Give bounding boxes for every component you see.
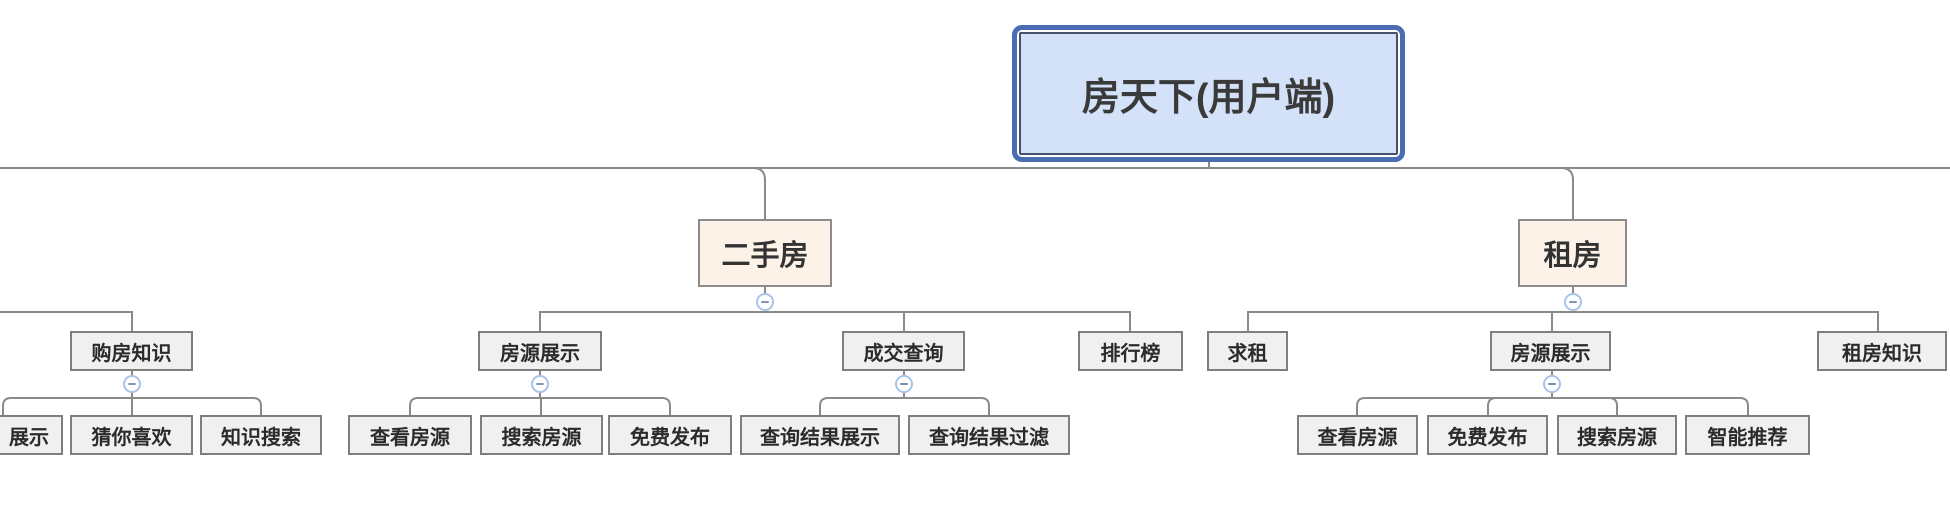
minus-icon <box>1548 383 1556 385</box>
collapse-minus-icon-goufang-zhishi[interactable] <box>123 375 141 393</box>
node-label: 购房知识 <box>91 342 172 365</box>
node-label: 房天下(用户端) <box>1081 77 1336 119</box>
minus-icon <box>128 383 136 385</box>
node-label: 房源展示 <box>500 342 580 365</box>
node-zufang-zhishi[interactable]: 租房知识 <box>1817 331 1947 371</box>
node-chaxun-jieguo-guolv[interactable]: 查询结果过滤 <box>908 415 1070 455</box>
node-label: 知识搜索 <box>221 426 301 449</box>
node-chaxun-jieguo-zhanshi[interactable]: 查询结果展示 <box>740 415 900 455</box>
node-label: 免费发布 <box>1447 426 1528 449</box>
node-label: 猜你喜欢 <box>91 426 172 449</box>
node-label: 租房知识 <box>1842 342 1922 365</box>
node-mianfei-fabu-zufang[interactable]: 免费发布 <box>1427 415 1548 455</box>
collapse-minus-icon-zufang[interactable] <box>1564 293 1582 311</box>
collapse-minus-icon-fangyuan-zhanshi-zufang[interactable] <box>1543 375 1561 393</box>
node-zhanshi-clipped[interactable]: 展示 <box>0 415 63 455</box>
node-label: 查询结果过滤 <box>929 426 1049 449</box>
node-paihangbang[interactable]: 排行榜 <box>1078 331 1183 371</box>
node-fangyuan-zhanshi-ershoufang[interactable]: 房源展示 <box>478 331 602 371</box>
node-goufang-zhishi[interactable]: 购房知识 <box>70 331 193 371</box>
node-chengjiao-chaxun[interactable]: 成交查询 <box>842 331 965 371</box>
node-sousuo-fangyuan-ershoufang[interactable]: 搜索房源 <box>480 415 603 455</box>
node-zhineng-tuijian[interactable]: 智能推荐 <box>1685 415 1810 455</box>
node-label: 免费发布 <box>630 426 710 449</box>
collapse-minus-icon-chengjiao-chaxun[interactable] <box>895 375 913 393</box>
node-label: 展示 <box>9 426 49 449</box>
collapse-minus-icon-ershoufang[interactable] <box>756 293 774 311</box>
level3-rails <box>0 287 1879 331</box>
collapse-minus-icon-fangyuan-zhanshi-ershoufang[interactable] <box>531 375 549 393</box>
node-label: 房源展示 <box>1510 342 1591 365</box>
minus-icon <box>1569 301 1577 303</box>
node-root[interactable]: 房天下(用户端) <box>1012 25 1405 162</box>
node-label: 求租 <box>1227 342 1268 365</box>
node-label: 租房 <box>1543 240 1602 272</box>
node-label: 查看房源 <box>370 426 450 449</box>
node-label: 搜索房源 <box>1577 426 1657 449</box>
node-label: 成交查询 <box>863 342 944 365</box>
node-label: 查询结果展示 <box>760 426 880 449</box>
level4-rails <box>2 371 1749 415</box>
node-qiuzu[interactable]: 求租 <box>1207 331 1288 371</box>
node-label: 二手房 <box>721 240 809 272</box>
node-label: 排行榜 <box>1100 342 1161 365</box>
node-zufang[interactable]: 租房 <box>1518 219 1627 287</box>
node-zhishi-sousuo[interactable]: 知识搜索 <box>200 415 322 455</box>
node-mianfei-fabu-ershoufang[interactable]: 免费发布 <box>608 415 732 455</box>
root-children-rail <box>0 162 1950 169</box>
node-cai-ni-xihuan[interactable]: 猜你喜欢 <box>70 415 193 455</box>
node-label: 搜索房源 <box>501 426 582 449</box>
node-sousuo-fangyuan-zufang[interactable]: 搜索房源 <box>1557 415 1677 455</box>
node-ershoufang[interactable]: 二手房 <box>698 219 832 287</box>
branch-elbows <box>752 167 1574 219</box>
node-chakan-fangyuan-ershoufang[interactable]: 查看房源 <box>348 415 472 455</box>
node-label: 查看房源 <box>1317 426 1398 449</box>
node-chakan-fangyuan-zufang[interactable]: 查看房源 <box>1297 415 1418 455</box>
node-fangyuan-zhanshi-zufang[interactable]: 房源展示 <box>1490 331 1611 371</box>
minus-icon <box>761 301 769 303</box>
node-label: 智能推荐 <box>1707 426 1788 449</box>
minus-icon <box>536 383 544 385</box>
node-root-inner: 房天下(用户端) <box>1019 32 1398 155</box>
minus-icon <box>900 383 908 385</box>
